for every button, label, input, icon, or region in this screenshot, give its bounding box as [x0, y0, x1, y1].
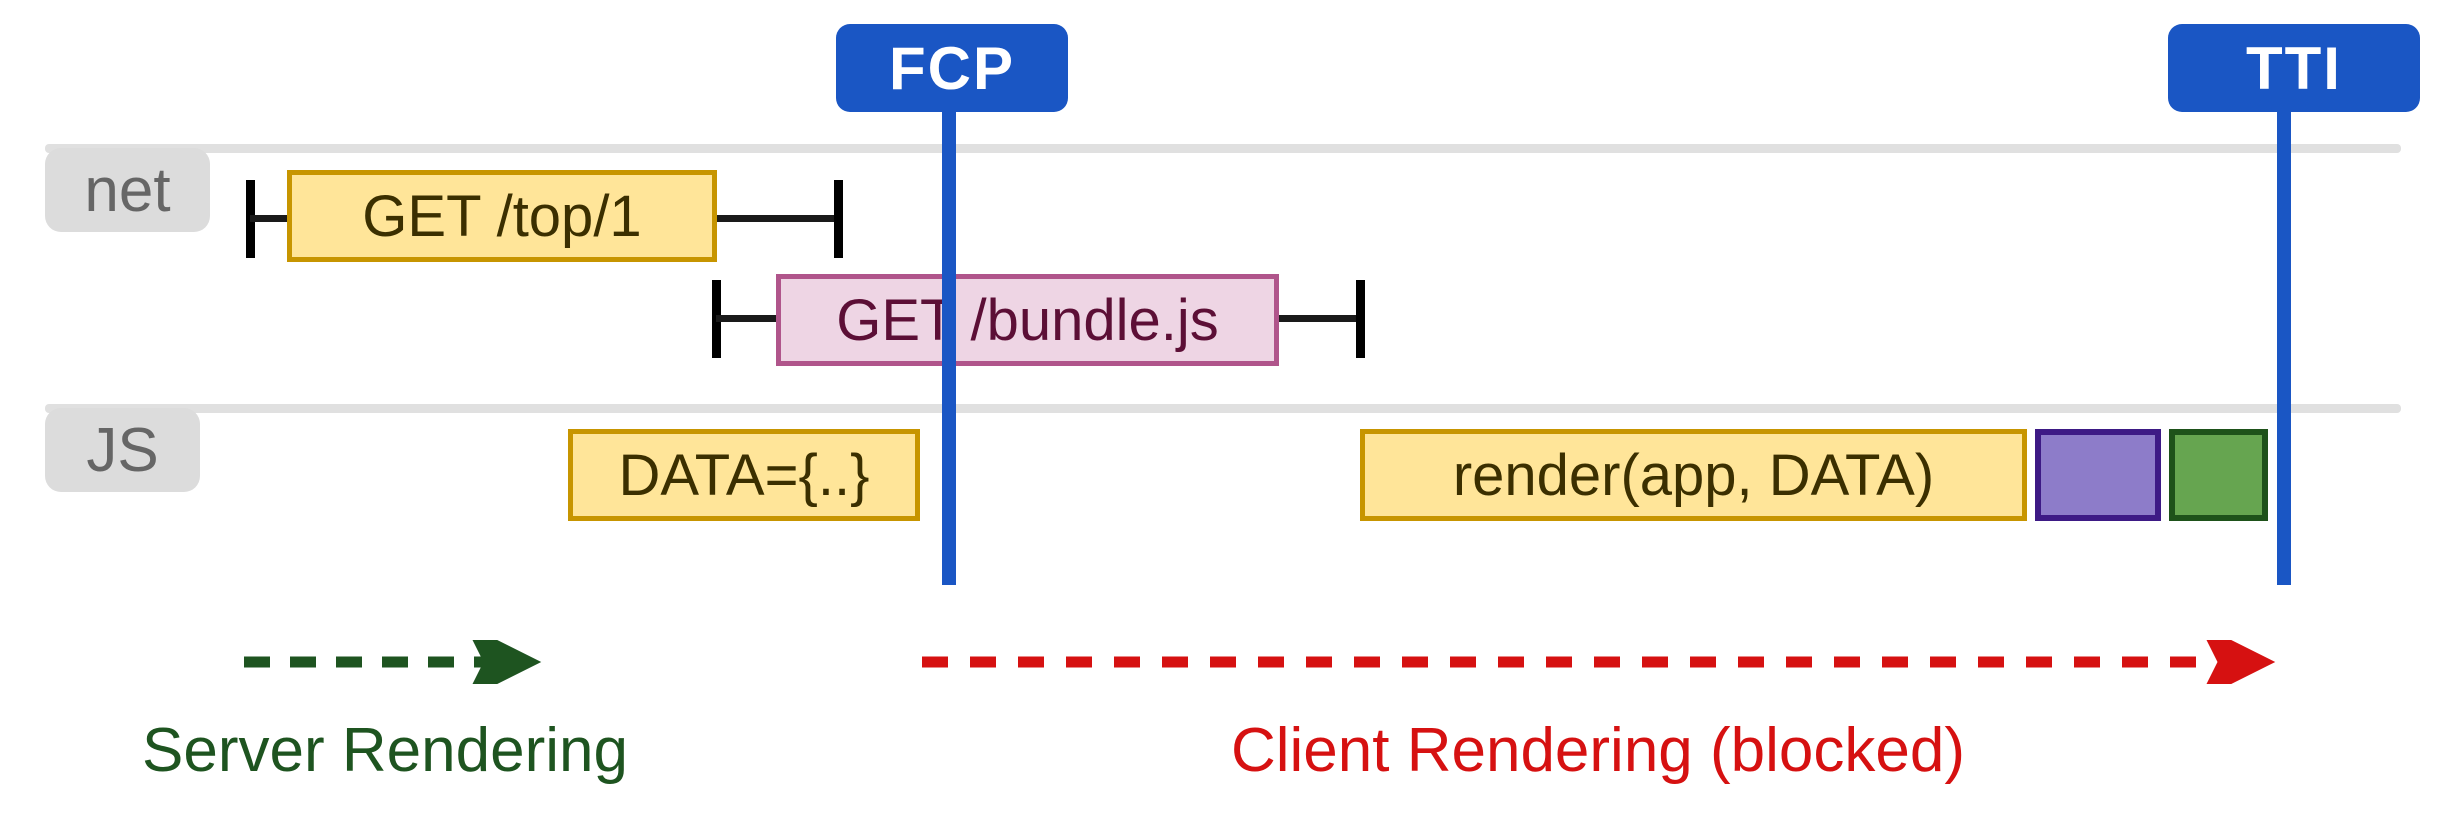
bar-get-bundle[interactable]: GET /bundle.js: [776, 274, 1279, 366]
lane-label-net: net: [45, 148, 210, 232]
get-top-whisker-right-cap: [834, 180, 843, 258]
lane-rule-js: [45, 404, 2401, 413]
fcp-marker-label: FCP: [889, 34, 1015, 102]
bar-purple-block[interactable]: [2035, 429, 2161, 521]
bar-data-assign[interactable]: DATA={..}: [568, 429, 920, 521]
bar-render-call-label: render(app, DATA): [1452, 442, 1935, 508]
client-phase-label-text: Client Rendering (blocked): [1230, 716, 1966, 785]
lane-label-js-text: JS: [86, 415, 159, 485]
get-bundle-whisker-right-stem: [1274, 315, 1360, 322]
server-phase-label-text: Server Rendering: [142, 716, 628, 785]
server-phase-arrow: [244, 640, 542, 684]
lane-rule-net: [45, 144, 2401, 153]
server-phase-label: Server Rendering: [135, 715, 635, 786]
fcp-marker-badge[interactable]: FCP: [836, 24, 1068, 112]
client-phase-arrow: [922, 640, 2276, 684]
get-bundle-whisker-left-stem: [716, 315, 778, 322]
tti-marker-badge[interactable]: TTI: [2168, 24, 2420, 112]
bar-green-block[interactable]: [2169, 429, 2268, 521]
lane-label-net-text: net: [84, 155, 171, 225]
bar-get-top-label: GET /top/1: [362, 183, 642, 249]
tti-marker-line: [2277, 100, 2291, 585]
get-bundle-whisker-right-cap: [1356, 280, 1365, 358]
bar-data-assign-label: DATA={..}: [618, 442, 870, 508]
lane-label-js: JS: [45, 408, 200, 492]
bar-get-top[interactable]: GET /top/1: [287, 170, 717, 262]
fcp-marker-line-overlay: [942, 274, 956, 366]
tti-marker-label: TTI: [2246, 34, 2342, 102]
bar-render-call[interactable]: render(app, DATA): [1360, 429, 2027, 521]
get-top-whisker-right-stem: [712, 215, 838, 222]
bar-get-bundle-label: GET /bundle.js: [836, 287, 1219, 353]
get-top-whisker-left-stem: [250, 215, 292, 222]
client-phase-label: Client Rendering (blocked): [1198, 715, 1998, 786]
